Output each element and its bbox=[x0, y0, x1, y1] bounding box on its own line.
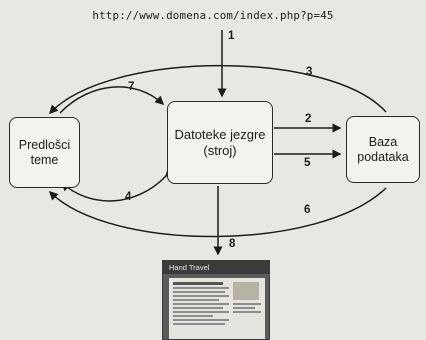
thumbnail-text-column bbox=[173, 282, 229, 327]
arrow-label-5: 5 bbox=[304, 157, 311, 169]
templates-label-line1: Predlošci bbox=[18, 137, 71, 152]
arrow-4 bbox=[60, 167, 175, 202]
core-files-box: Datoteke jezgre (stroj) bbox=[167, 101, 273, 184]
arrow-6 bbox=[48, 187, 387, 238]
arrow-3 bbox=[48, 64, 387, 115]
url-label: http://www.domena.com/index.php?p=45 bbox=[92, 9, 334, 22]
arrow-label-8: 8 bbox=[229, 238, 236, 250]
database-label-line2: podataka bbox=[357, 149, 409, 164]
core-label-line1: Datoteke jezgre bbox=[174, 126, 266, 142]
arrow-label-1: 1 bbox=[228, 30, 235, 42]
arrow-label-6: 6 bbox=[304, 204, 311, 216]
rendered-page-screenshot: Hand Travel bbox=[162, 260, 270, 340]
database-label-line1: Baza bbox=[368, 134, 398, 149]
thumbnail-photo bbox=[233, 282, 259, 300]
arrow-label-4: 4 bbox=[125, 191, 132, 203]
arrow-label-2: 2 bbox=[305, 113, 312, 125]
arrow-7 bbox=[59, 86, 165, 114]
thumbnail-image-column bbox=[233, 282, 261, 315]
templates-label-line2: teme bbox=[30, 152, 59, 167]
thumbnail-page-body bbox=[169, 278, 265, 339]
arrow-label-3: 3 bbox=[306, 66, 313, 78]
arrow-label-7: 7 bbox=[128, 81, 135, 93]
core-label-line2: (stroj) bbox=[203, 142, 237, 158]
database-box: Baza podataka bbox=[346, 116, 420, 183]
theme-templates-box: Predlošci teme bbox=[9, 117, 80, 188]
thumbnail-title: Hand Travel bbox=[163, 261, 269, 274]
